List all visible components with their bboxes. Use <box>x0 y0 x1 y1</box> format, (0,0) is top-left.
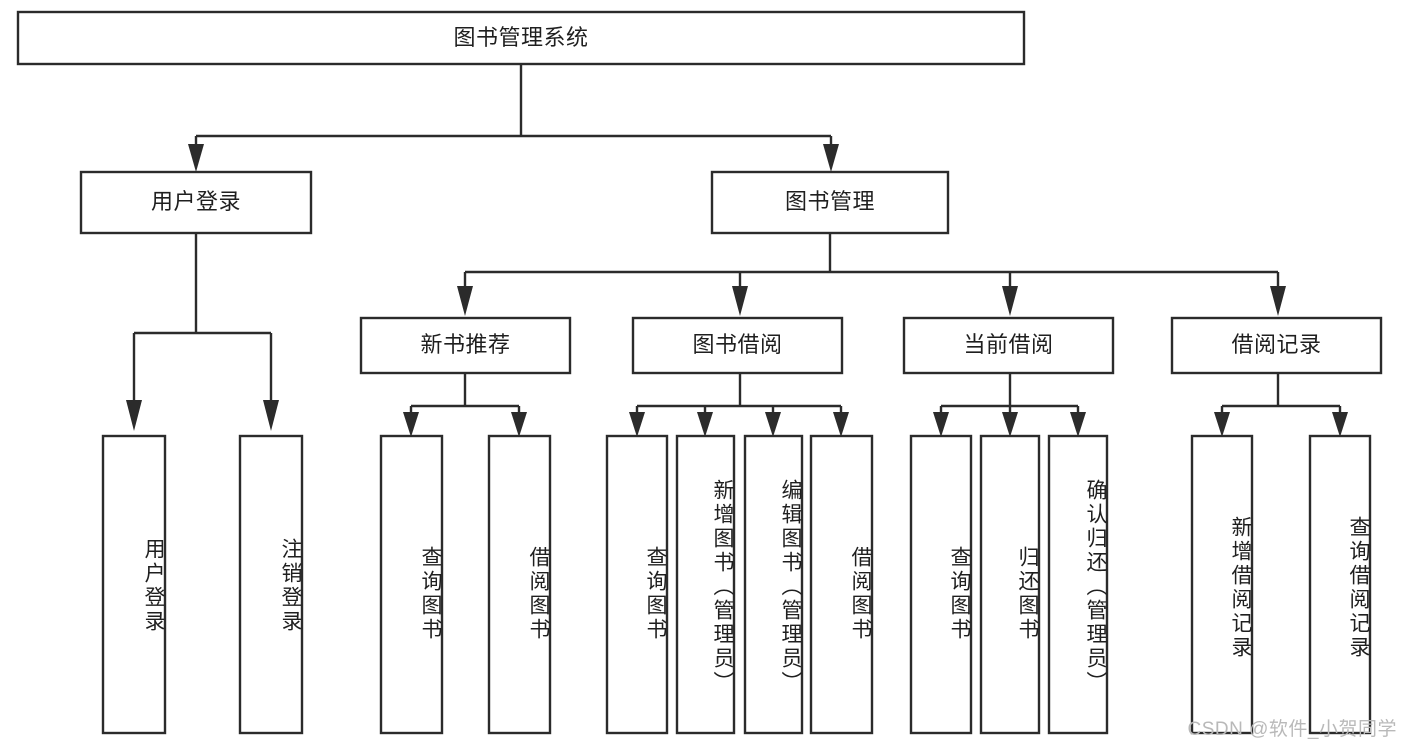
arrow-to-leaf-logout <box>263 400 279 431</box>
leaf-box-query-book-3[interactable] <box>909 434 973 735</box>
arrow-to-leaf-add-record <box>1214 412 1230 437</box>
node-current-borrow-box[interactable] <box>902 316 1115 375</box>
arrow-to-leaf-return-book <box>1002 412 1018 437</box>
leaf-box-borrow-book-2[interactable] <box>809 434 874 735</box>
leaf-box-borrow-book-1[interactable] <box>487 434 552 735</box>
arrow-to-new-book <box>457 286 473 316</box>
leaf-box-add-book[interactable] <box>675 434 736 735</box>
arrow-to-leaf-query-record <box>1332 412 1348 437</box>
node-new-book-box[interactable] <box>359 316 572 375</box>
arrow-to-leaf-confirm-return <box>1070 412 1086 437</box>
csdn-watermark: CSDN @软件_小贺同学 <box>1187 719 1397 740</box>
arrow-to-leaf-query-book-1 <box>403 412 419 437</box>
leaf-box-query-book-1[interactable] <box>379 434 444 735</box>
node-user-login-box[interactable] <box>79 170 313 235</box>
arrow-to-book-manage <box>823 144 839 172</box>
arrow-to-leaf-borrow-book-1 <box>511 412 527 437</box>
node-book-borrow-box[interactable] <box>631 316 844 375</box>
arrow-to-leaf-edit-book <box>765 412 781 437</box>
leaf-box-query-book-2[interactable] <box>605 434 669 735</box>
node-book-manage-box[interactable] <box>710 170 950 235</box>
connector-borrow-record-to-leaves <box>1220 373 1342 414</box>
arrow-to-leaf-query-book-3 <box>933 412 949 437</box>
node-borrow-record-box[interactable] <box>1170 316 1383 375</box>
connector-book-manage-to-level3 <box>463 233 1280 288</box>
arrow-to-leaf-borrow-book-2 <box>833 412 849 437</box>
connector-user-login-to-leaves <box>132 233 273 402</box>
leaf-box-user-login[interactable] <box>101 434 167 735</box>
arrow-to-leaf-query-book-2 <box>629 412 645 437</box>
arrow-to-leaf-user-login <box>126 400 142 431</box>
connector-new-book-to-leaves <box>409 373 521 414</box>
leaf-box-query-record[interactable] <box>1308 434 1372 735</box>
arrow-to-leaf-add-book <box>697 412 713 437</box>
node-root-box[interactable] <box>16 10 1026 66</box>
leaf-box-logout[interactable] <box>238 434 304 735</box>
leaf-box-edit-book[interactable] <box>743 434 804 735</box>
leaf-box-return-book[interactable] <box>979 434 1041 735</box>
connector-root-to-level2 <box>194 64 833 146</box>
arrow-to-book-borrow <box>732 286 748 316</box>
arrow-to-borrow-record <box>1270 286 1286 316</box>
leaf-box-add-record[interactable] <box>1190 434 1254 735</box>
connector-current-borrow-to-leaves <box>939 373 1080 414</box>
connector-book-borrow-to-leaves <box>635 373 843 414</box>
arrow-to-current-borrow <box>1002 286 1018 316</box>
leaf-box-confirm-return[interactable] <box>1047 434 1109 735</box>
arrow-to-user-login <box>188 144 204 172</box>
